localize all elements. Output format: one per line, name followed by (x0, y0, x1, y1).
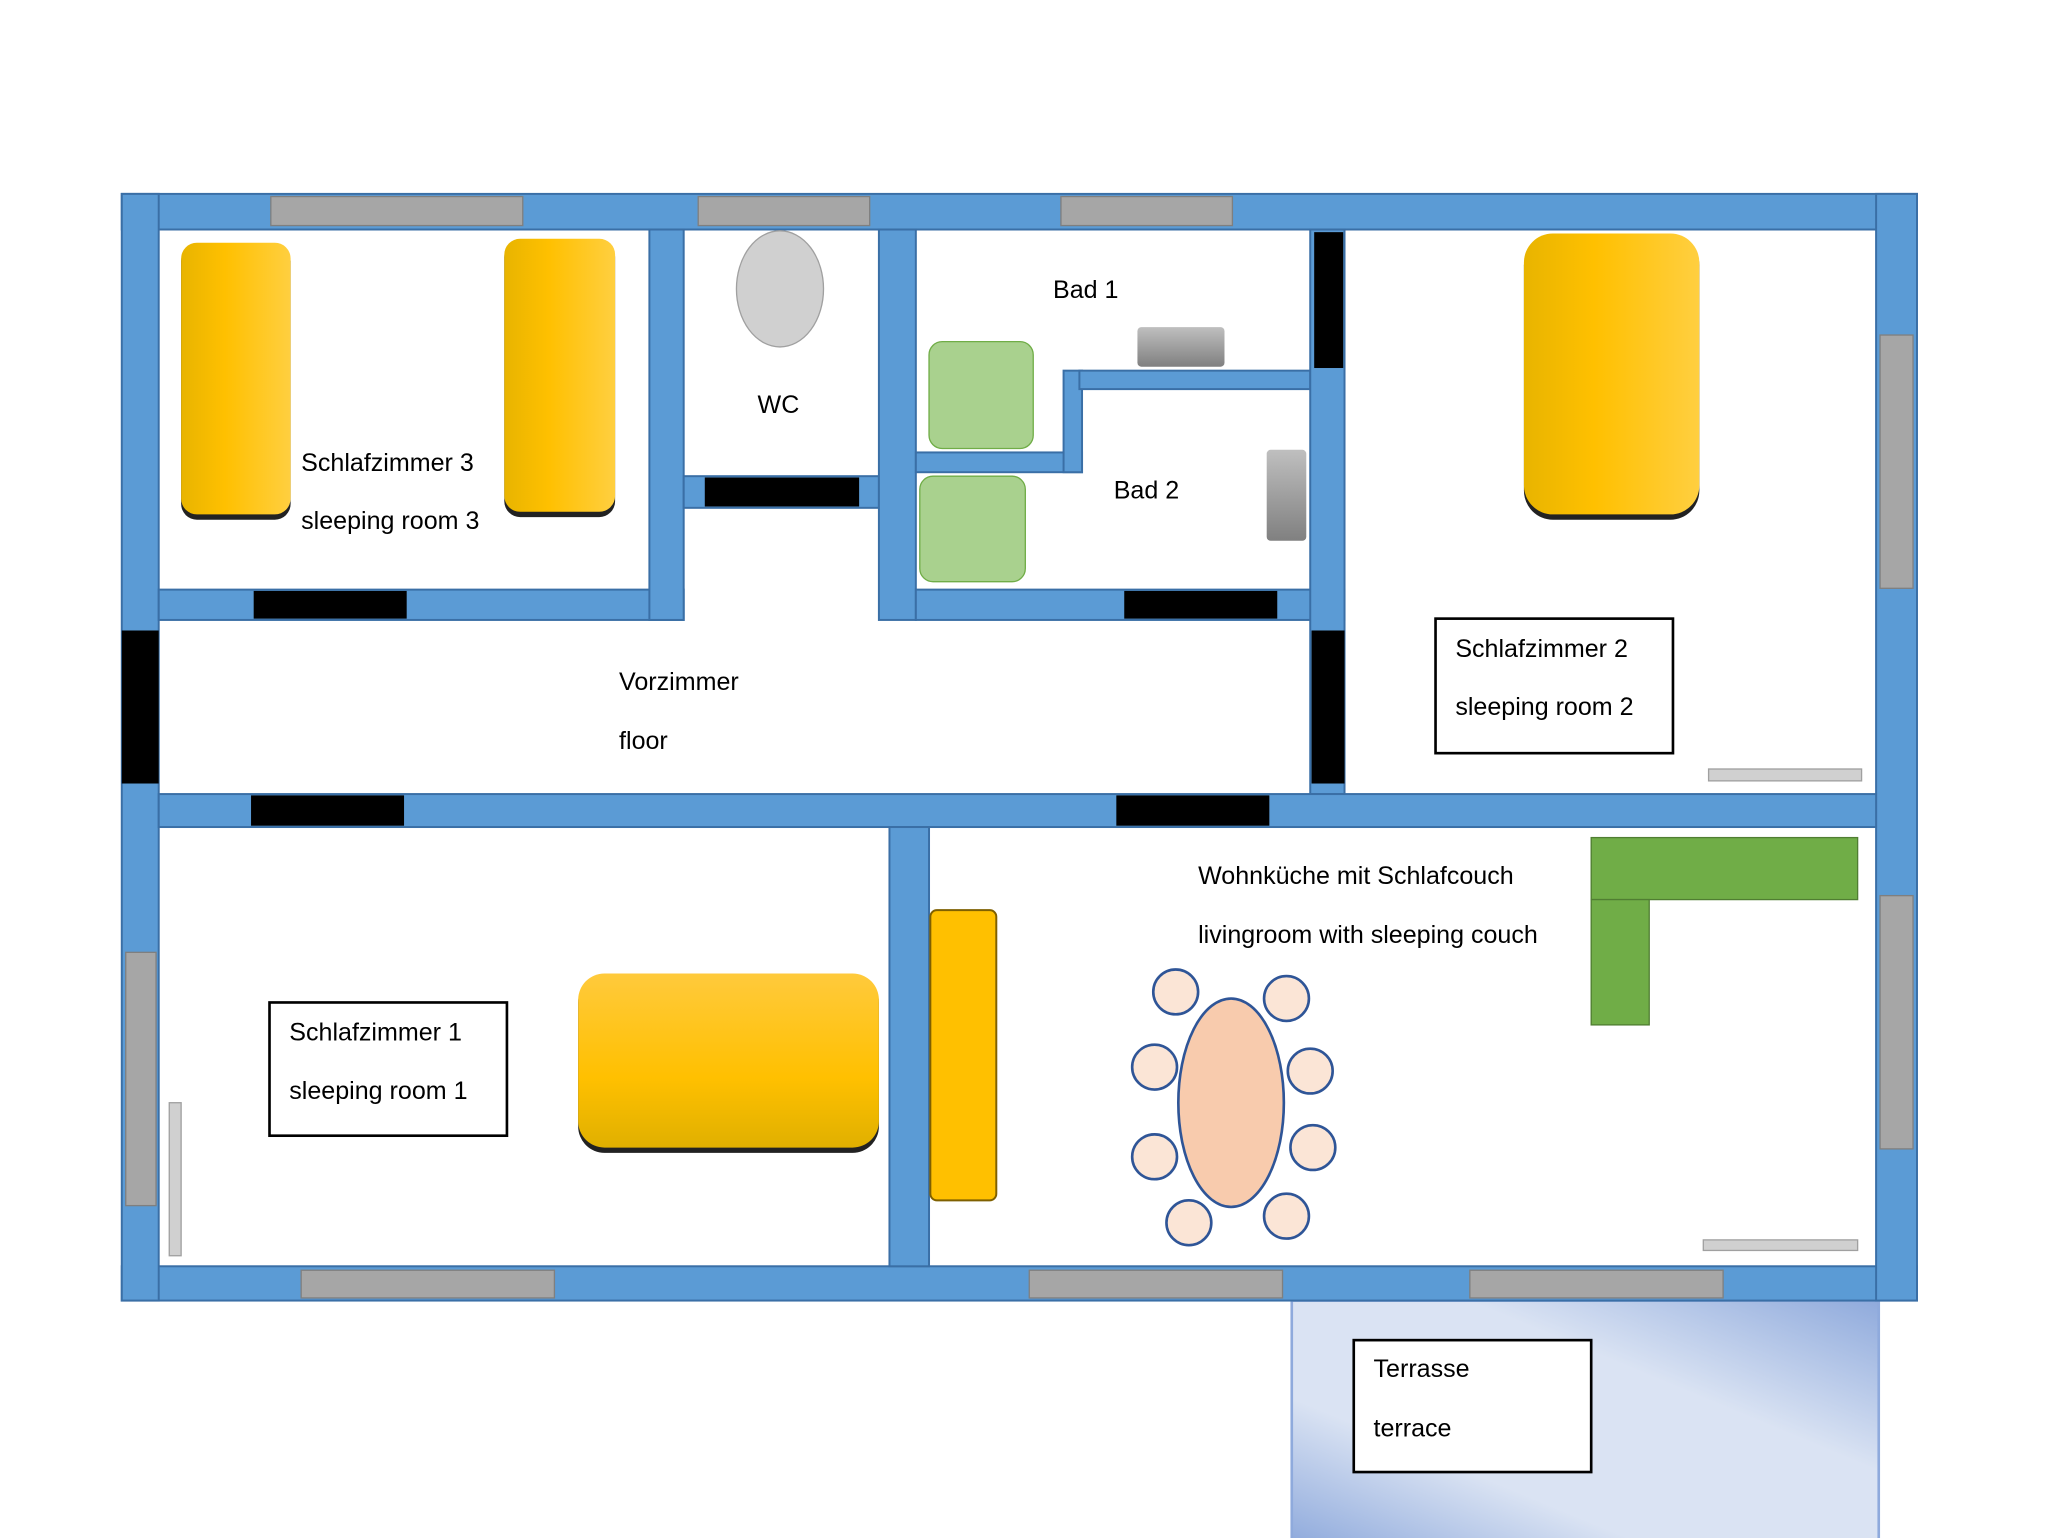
room-label-bad2: Bad 2 (1114, 477, 1179, 505)
chair-icon (1262, 974, 1311, 1023)
chair-icon (1130, 1043, 1179, 1091)
room-label-terrasse: Terrasse (1374, 1355, 1470, 1383)
room-label-schlafzimmer3: Schlafzimmer 3 (301, 449, 474, 477)
furniture (168, 230, 1863, 1257)
room-label-sleeping-room3: sleeping room 3 (301, 507, 479, 535)
toilet-icon (735, 230, 825, 348)
window (1028, 1269, 1284, 1299)
door (121, 630, 159, 784)
window (1879, 334, 1914, 589)
window (300, 1269, 556, 1299)
cabinet-icon (929, 909, 998, 1202)
window (1469, 1269, 1724, 1299)
radiator-icon (168, 1102, 182, 1257)
room-label-sleeping-room1: sleeping room 1 (289, 1077, 467, 1105)
room-label-bad1: Bad 1 (1053, 276, 1118, 304)
door (704, 477, 860, 507)
radiator-icon (1707, 768, 1863, 782)
door (1311, 630, 1345, 784)
room-label-livingroom: livingroom with sleeping couch (1198, 921, 1538, 949)
bed-icon (578, 973, 879, 1148)
couch-icon (1590, 836, 1859, 901)
doors (121, 232, 1345, 826)
window (1879, 894, 1914, 1150)
door (1314, 232, 1344, 369)
chair-icon (1130, 1133, 1179, 1181)
bed-icon (504, 238, 616, 512)
room-label-wohnkueche: Wohnküche mit Schlafcouch (1198, 862, 1514, 890)
chair-icon (1289, 1123, 1337, 1172)
radiator-icon (1702, 1239, 1859, 1252)
sink-icon (1137, 327, 1225, 367)
door (1124, 590, 1278, 619)
windows (125, 195, 1914, 1299)
window (697, 195, 871, 227)
chair-icon (1286, 1047, 1334, 1095)
door (253, 590, 407, 619)
bathtub-icon (919, 475, 1026, 583)
room-label-schlafzimmer1: Schlafzimmer 1 (289, 1019, 462, 1047)
label-box-schlafzimmer2 (1434, 617, 1675, 755)
door (251, 795, 405, 826)
couch-icon (1590, 898, 1650, 1026)
label-box-schlafzimmer1 (268, 1001, 509, 1138)
sink-icon (1266, 449, 1307, 541)
room-label-wc: WC (758, 391, 800, 419)
window (1060, 195, 1234, 227)
bathtub-icon (928, 340, 1034, 450)
bed-icon (1523, 233, 1700, 515)
chair-icon (1262, 1192, 1311, 1240)
window (125, 951, 157, 1207)
bed-icon (181, 242, 291, 515)
chair-icon (1151, 968, 1200, 1016)
chair-icon (1165, 1199, 1213, 1247)
room-label-terrace: terrace (1374, 1414, 1452, 1442)
room-label-sleeping-room2: sleeping room 2 (1455, 693, 1633, 721)
window (270, 195, 524, 227)
label-box-terrasse (1352, 1338, 1593, 1474)
table-icon (1177, 997, 1286, 1209)
door (1116, 795, 1270, 826)
room-label-schlafzimmer2: Schlafzimmer 2 (1455, 635, 1628, 663)
room-label-floor: floor (619, 727, 668, 755)
room-label-vorzimmer: Vorzimmer (619, 668, 739, 696)
